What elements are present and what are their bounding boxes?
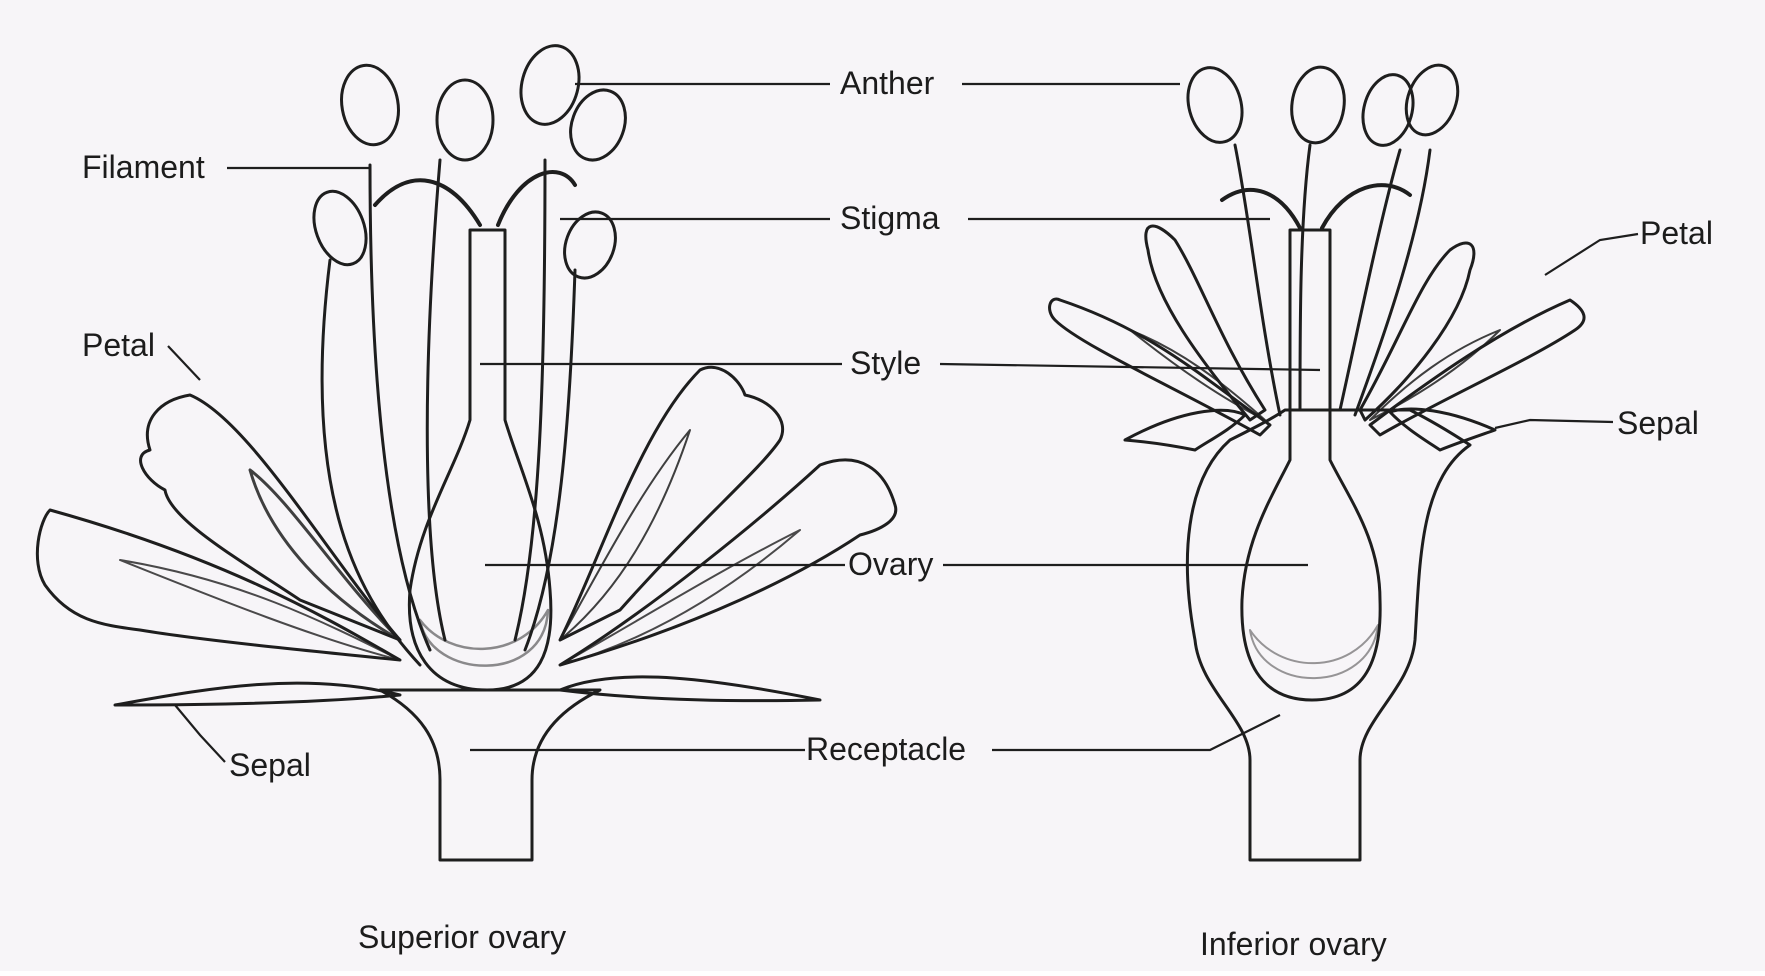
caption-superior-ovary: Superior ovary [358,919,566,955]
label-petal-right: Petal [1640,215,1713,251]
label-sepal-right: Sepal [1617,405,1699,441]
label-anther: Anther [840,65,935,101]
label-receptacle: Receptacle [806,731,966,767]
label-sepal-left: Sepal [229,747,311,783]
label-petal-left: Petal [82,327,155,363]
caption-inferior-ovary: Inferior ovary [1200,926,1387,962]
label-stigma: Stigma [840,200,940,236]
label-filament: Filament [82,149,205,185]
label-style: Style [850,345,921,381]
label-ovary: Ovary [848,546,933,582]
